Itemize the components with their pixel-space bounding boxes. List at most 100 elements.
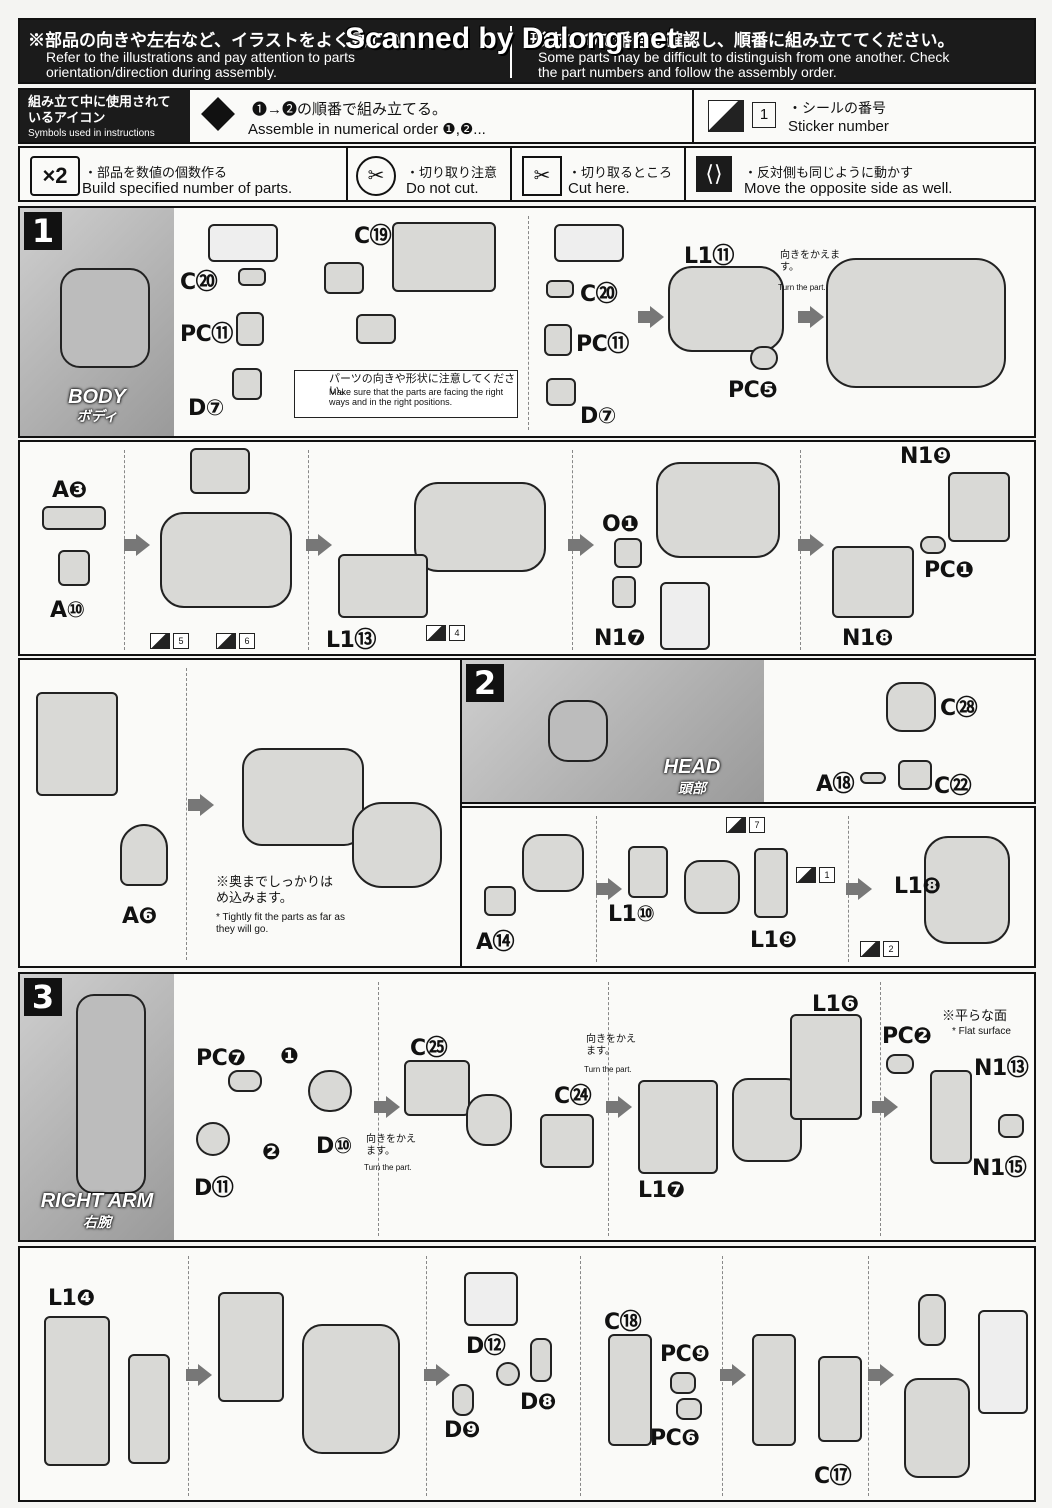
- part-l1-6: [790, 1014, 862, 1120]
- label-n1-13: N1⑬: [974, 1056, 1029, 1081]
- part-arm-frame: [128, 1354, 170, 1464]
- legend-title-jp: 組み立て中に使用されているアイコン: [28, 94, 171, 125]
- label-l1-6: L1❻: [812, 992, 859, 1017]
- d12-detail-box: [464, 1272, 518, 1326]
- label-n1-15: N1⑮: [972, 1156, 1027, 1181]
- part-forearm-block: [302, 1324, 400, 1454]
- label-n1-8: N1❽: [842, 626, 893, 651]
- part-arm-upper: [218, 1292, 284, 1402]
- nocut-icon: ✂: [356, 156, 396, 196]
- label-d7: D⑦: [188, 396, 224, 421]
- caution-box: パーツの向きや形状に注意してください。 Make sure that the p…: [294, 370, 518, 418]
- turn-jp-3: 向きをかえます。: [586, 1034, 636, 1057]
- legend-row-1: 組み立て中に使用されているアイコン Symbols used in instru…: [18, 88, 1036, 144]
- next-arrow: [568, 534, 594, 556]
- label-c20b: C⑳: [580, 282, 618, 307]
- legend-cut-jp: ・切り取るところ: [568, 165, 673, 180]
- part-a10: [58, 550, 90, 586]
- arm-tag-en: RIGHT ARM: [40, 1190, 154, 1212]
- legend-sticker-jp: ・シールの番号: [788, 100, 886, 116]
- head-section-image: [462, 660, 764, 802]
- order-diamond-icon: [201, 97, 235, 131]
- part-c22: [898, 760, 932, 790]
- label-pc11: PC⑪: [180, 322, 233, 347]
- next-arrow: [868, 1364, 894, 1386]
- part-hand-joint: [918, 1294, 946, 1346]
- n1-7-detail-box: [660, 582, 710, 650]
- part-pc6: [676, 1398, 702, 1420]
- next-arrow: [846, 878, 872, 900]
- label-a14: A⑭: [476, 930, 515, 955]
- part-l1-10: [628, 846, 668, 898]
- part-a3: [42, 506, 106, 530]
- part-body-assembly-2: [414, 482, 546, 572]
- head-preview-part: [548, 700, 608, 762]
- part-l1-9: [754, 848, 788, 918]
- label-pc7: PC❼: [196, 1046, 246, 1071]
- part-head-cap: [190, 448, 250, 494]
- arm-step-row-1: 3 RIGHT ARM 右腕 PC❼ ❶ D⑩ ❷ D⑪ 向きをかえます。 Tu…: [18, 972, 1036, 1242]
- next-arrow: [124, 534, 150, 556]
- label-l1-9: L1❾: [750, 928, 797, 953]
- part-forearm-half: [752, 1334, 796, 1446]
- part-a18: [860, 772, 886, 784]
- part-body-assembly-4: [242, 748, 364, 846]
- part-thruster: [352, 802, 442, 888]
- legend-title-en: Symbols used in instructions: [28, 128, 155, 139]
- part-o1: [614, 538, 642, 568]
- part-d11: [196, 1122, 230, 1156]
- sticker-number-example: 1: [752, 102, 776, 128]
- c20-detail-box: [208, 224, 278, 262]
- sticker-ref-6: 6: [216, 632, 255, 650]
- head-tag-jp: 頭部: [678, 780, 706, 796]
- header-left-jp: ※部品の向きや左右など、イラストをよく見てい: [28, 31, 401, 50]
- label-c28: C㉘: [940, 696, 978, 721]
- part-n1-8: [832, 546, 914, 618]
- body-step-row-1: 1 BODY ボディ C⑳ PC⑪ D⑦ C⑲ パーツの向きや形状に注意してくだ…: [18, 206, 1036, 438]
- label-l1-7: L1❼: [638, 1178, 685, 1203]
- sticker-ref-1: 1: [796, 866, 835, 884]
- next-arrow: [798, 306, 824, 328]
- label-o1: O❶: [602, 512, 639, 537]
- next-arrow: [306, 534, 332, 556]
- turn-jp: 向きをかえます。: [780, 250, 840, 273]
- part-c20b: [546, 280, 574, 298]
- body-step-row-3: A❻ ※奥までしっかりはめ込みます。 * Tightly fit the par…: [18, 658, 462, 968]
- part-joint-upper: [324, 262, 364, 294]
- label-pc1: PC❶: [924, 558, 974, 583]
- part-pc11b: [544, 324, 572, 356]
- sticker-ref-7: 7: [726, 816, 765, 834]
- label-a10: A⑩: [50, 598, 85, 623]
- head-tag-en: HEAD: [663, 756, 721, 778]
- body-preview-part: [60, 268, 150, 368]
- legend-row-2: ×2 ・部品を数値の個数作る Build specified number of…: [18, 146, 1036, 202]
- part-c24: [540, 1114, 594, 1168]
- head-step-row-1: 2 HEAD 頭部 C㉘ A⑱ C㉒: [460, 658, 1036, 804]
- label-d7b: D⑦: [580, 404, 616, 429]
- fit-note-en: * Tightly fit the parts as far as they w…: [216, 912, 345, 935]
- part-l1-11: [668, 266, 784, 352]
- label-a3: A❸: [52, 478, 87, 503]
- label-d8: D❽: [520, 1390, 556, 1415]
- legend-order-en: Assemble in numerical order ❶,❷...: [248, 121, 486, 138]
- opposite-side-icon: ⟨⟩: [696, 156, 732, 192]
- arm-tag-jp: 右腕: [83, 1214, 111, 1230]
- body-tag-en: BODY: [68, 386, 126, 408]
- part-l1-13: [338, 554, 428, 618]
- label-c24: C㉔: [554, 1084, 592, 1109]
- part-pc11: [236, 312, 264, 346]
- joint-detail-box: [978, 1310, 1028, 1414]
- part-a14: [484, 886, 516, 916]
- label-d11: D⑪: [194, 1176, 234, 1201]
- fit-note-jp: ※奥までしっかりはめ込みます。: [216, 874, 334, 905]
- label-pc2: PC❷: [882, 1024, 932, 1049]
- next-arrow: [720, 1364, 746, 1386]
- part-c25: [404, 1060, 470, 1116]
- step-1-marker: ❶: [280, 1044, 299, 1069]
- legend-opposite-en: Move the opposite side as well.: [744, 180, 953, 197]
- label-c17: C⑰: [814, 1464, 852, 1489]
- part-pc1: [920, 536, 946, 554]
- label-l1-11: L1⑪: [684, 244, 734, 269]
- part-l1-4: [44, 1316, 110, 1466]
- part-n1-15: [998, 1114, 1024, 1138]
